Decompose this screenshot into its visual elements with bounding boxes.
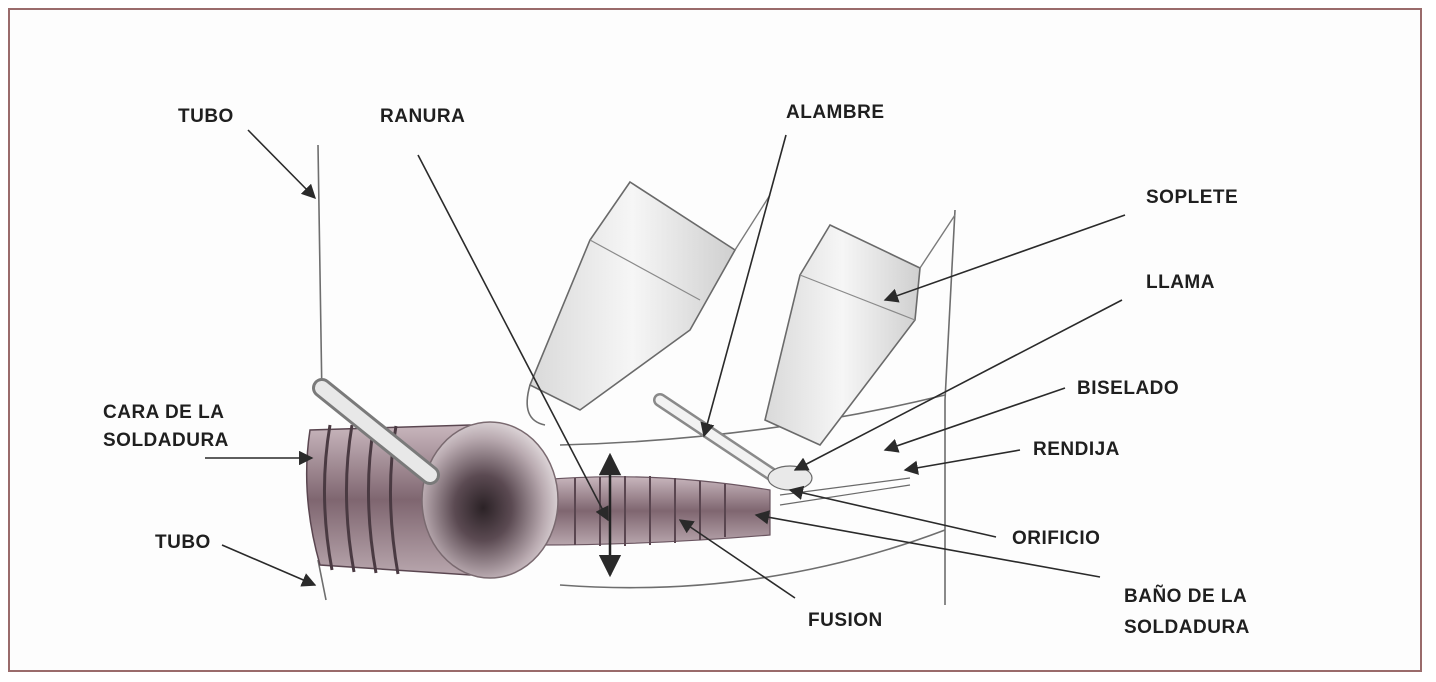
label-llama: LLAMA [1146, 272, 1215, 293]
label-orificio: ORIFICIO [1012, 528, 1100, 549]
torch-right [765, 215, 955, 490]
leader-tubo-top [248, 130, 315, 198]
leader-tubo-bottom [222, 545, 315, 585]
label-bano-line2: SOLDADURA [1124, 617, 1250, 638]
weld-pool-circle [422, 422, 558, 578]
leader-orificio [790, 490, 996, 537]
label-rendija: RENDIJA [1033, 439, 1120, 460]
label-cara-line1: CARA DE LA [103, 402, 224, 423]
torch-left [527, 182, 770, 425]
label-tubo-top: TUBO [178, 106, 234, 127]
label-bano-line1: BAÑO DE LA [1124, 585, 1247, 607]
label-cara-line2: SOLDADURA [103, 430, 229, 451]
leader-rendija [905, 450, 1020, 470]
label-biselado: BISELADO [1077, 378, 1179, 399]
label-alambre: ALAMBRE [786, 102, 885, 123]
label-tubo-bottom: TUBO [155, 532, 211, 553]
label-fusion: FUSION [808, 610, 883, 631]
label-soplete: SOPLETE [1146, 187, 1238, 208]
label-ranura: RANURA [380, 106, 465, 127]
leader-soplete [885, 215, 1125, 300]
fusion-bead [540, 476, 770, 546]
filler-rod-right [660, 400, 780, 480]
